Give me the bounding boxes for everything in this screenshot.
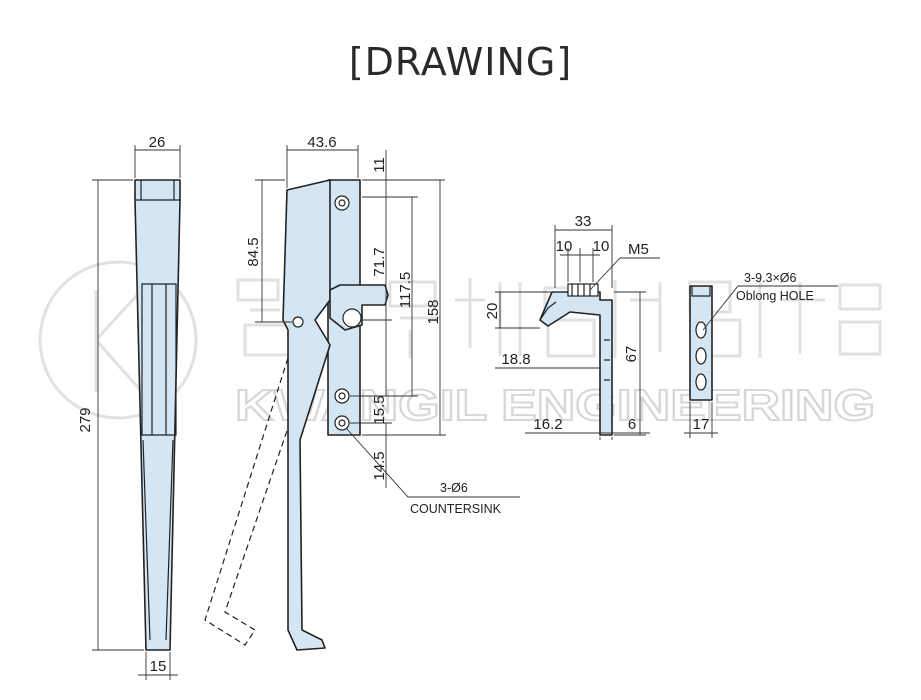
side-lever-body bbox=[282, 179, 331, 651]
strike-plate-view: 3-9.3×Ø6 Oblong HOLE 17 bbox=[684, 271, 838, 438]
countersink-leader bbox=[345, 427, 520, 498]
dim-side-71-lines bbox=[362, 197, 392, 321]
countersink-label: COUNTERSINK bbox=[410, 502, 502, 516]
dim-bracket-16: 16.2 bbox=[533, 416, 562, 433]
front-view: 26 279 15 bbox=[77, 134, 181, 680]
dim-side-width-lines bbox=[286, 145, 359, 188]
dim-side-11: 11 bbox=[371, 157, 388, 173]
dim-bracket-10b: 10 bbox=[593, 238, 610, 255]
front-handle-recess bbox=[141, 283, 177, 436]
side-view: 43.6 84.5 11 71.7 117.5 158 15.5 14.5 3-… bbox=[204, 134, 520, 651]
dim-bracket-m5: M5 bbox=[628, 241, 649, 258]
dim-bracket-33: 33 bbox=[575, 213, 592, 230]
oblong-hole-1 bbox=[695, 321, 707, 339]
dim-side-71: 71.7 bbox=[371, 247, 388, 276]
m5-leader bbox=[589, 257, 660, 291]
dim-side-11-lines bbox=[362, 150, 445, 198]
dim-side-14: 14.5 bbox=[371, 451, 388, 480]
dim-bracket-67: 67 bbox=[623, 346, 640, 363]
front-handle-recess-inner bbox=[151, 284, 167, 435]
dim-bracket-6: 6 bbox=[628, 416, 636, 433]
dim-side-84-lines bbox=[255, 179, 292, 323]
strike-plate-body bbox=[689, 285, 713, 401]
dim-side-117-lines bbox=[350, 197, 418, 397]
strike-plate-top bbox=[691, 286, 711, 297]
dim-front-width: 26 bbox=[149, 134, 166, 151]
bracket-lip bbox=[539, 301, 557, 321]
countersink-qty: 3-Ø6 bbox=[440, 481, 468, 495]
dim-bracket-18: 18.8 bbox=[501, 351, 530, 368]
dim-bracket-20-lines bbox=[495, 291, 566, 329]
dim-side-117: 117.5 bbox=[397, 272, 414, 308]
watermark-logo-letter bbox=[94, 290, 144, 393]
dim-strike-17: 17 bbox=[693, 416, 710, 433]
watermark-logo-circle bbox=[38, 260, 198, 420]
dim-bracket-67-lines bbox=[614, 291, 646, 436]
side-hole-3-inner bbox=[338, 419, 346, 427]
dim-front-bottom-lines bbox=[138, 652, 178, 680]
dim-bracket-10-lines bbox=[560, 248, 600, 282]
oblong-hole-2 bbox=[695, 347, 707, 365]
oblong-label: Oblong HOLE bbox=[736, 289, 814, 303]
oblong-hole-3 bbox=[695, 373, 707, 391]
dim-bracket-33-lines bbox=[554, 225, 613, 288]
dim-side-15: 15.5 bbox=[371, 395, 388, 424]
bracket-view: 33 10 10 M5 20 18.8 67 16.2 6 bbox=[484, 213, 660, 440]
side-pivot-circle bbox=[342, 308, 362, 328]
bracket-screw-thread bbox=[571, 284, 591, 296]
side-hole-1 bbox=[334, 195, 350, 211]
dim-side-84: 84.5 bbox=[245, 237, 262, 266]
oblong-leader bbox=[702, 285, 838, 331]
bracket-body bbox=[539, 291, 613, 436]
dim-front-height: 279 bbox=[77, 407, 94, 432]
dim-front-width-lines bbox=[134, 145, 181, 178]
drawing-title: [DRAWING] bbox=[348, 40, 573, 84]
dim-side-14-lines bbox=[350, 422, 392, 488]
bracket-hole-hidden bbox=[604, 339, 610, 381]
dim-strike-17-lines bbox=[684, 402, 718, 438]
dim-bracket-base-lines bbox=[525, 432, 650, 440]
side-lever-pin bbox=[292, 316, 304, 328]
side-hole-1-inner bbox=[338, 199, 346, 207]
dim-side-158-lines bbox=[362, 180, 446, 436]
dim-bracket-20: 20 bbox=[484, 303, 501, 320]
oblong-qty: 3-9.3×Ø6 bbox=[744, 271, 797, 285]
side-lever-open-phantom bbox=[204, 319, 319, 646]
dim-side-width: 43.6 bbox=[307, 134, 336, 151]
side-hole-3 bbox=[334, 415, 350, 431]
side-hole-2 bbox=[334, 388, 350, 404]
front-handle-top-cap bbox=[135, 180, 180, 201]
dim-front-bottom: 15 bbox=[150, 658, 167, 675]
dim-front-height-lines bbox=[92, 179, 144, 651]
dim-side-158: 158 bbox=[425, 299, 442, 324]
front-handle-edge bbox=[142, 439, 174, 641]
side-hole-2-inner bbox=[338, 392, 346, 400]
dim-bracket-10a: 10 bbox=[556, 238, 573, 255]
